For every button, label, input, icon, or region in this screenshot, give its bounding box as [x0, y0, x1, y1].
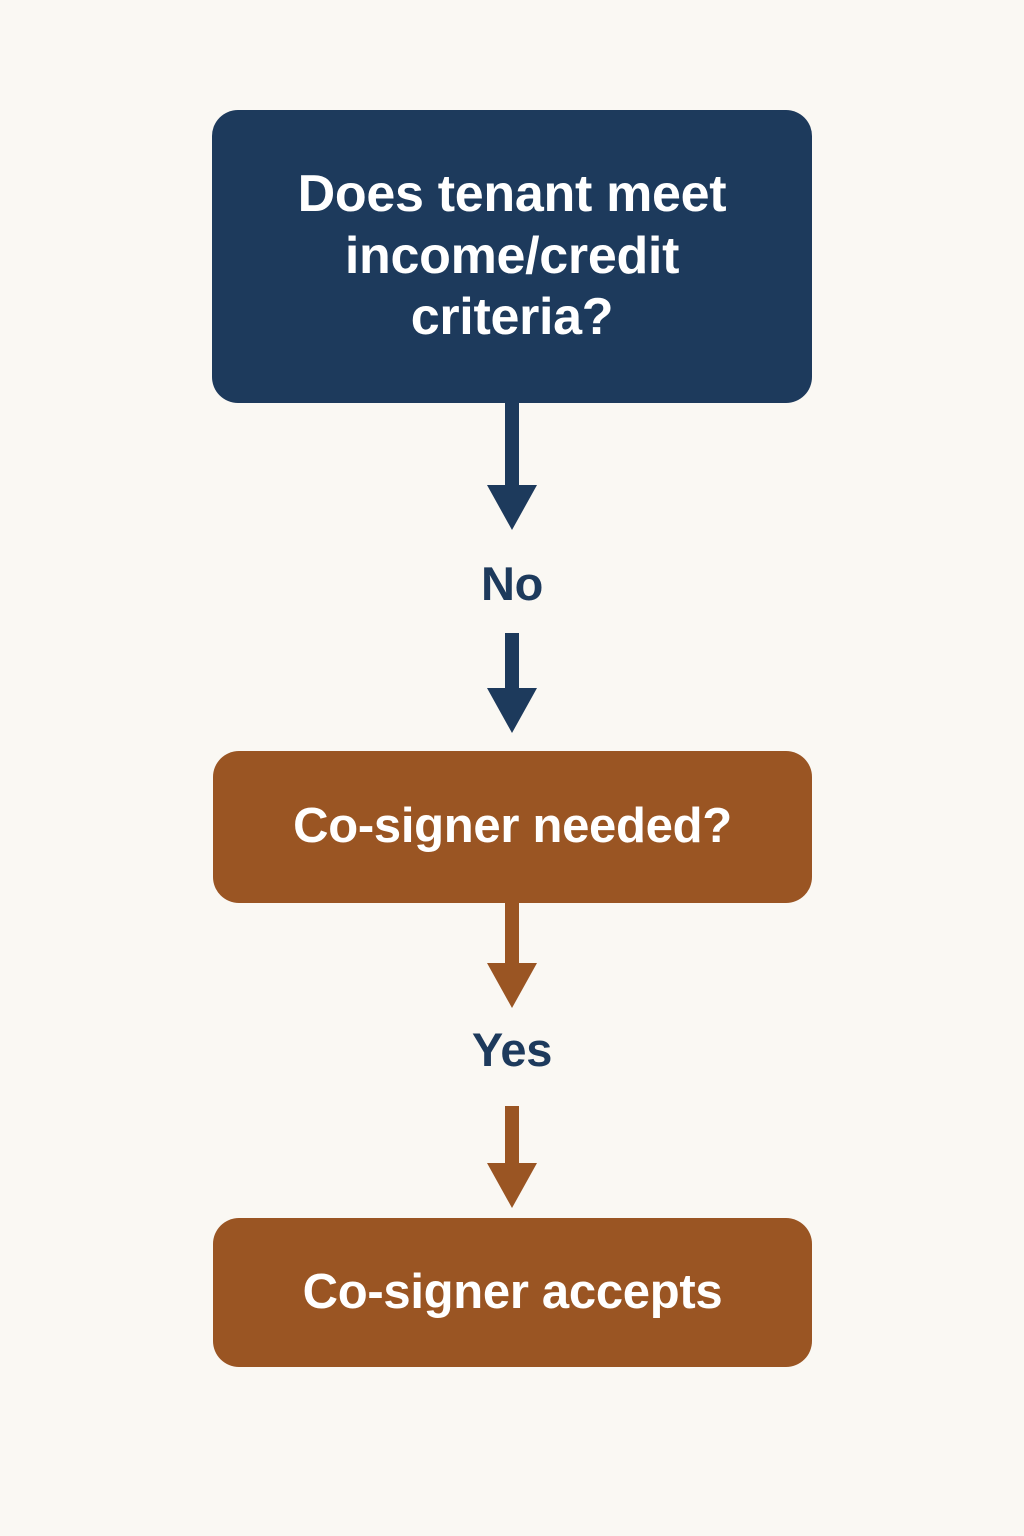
arrow-no-lower: [487, 633, 537, 733]
edge-label-yes: Yes: [471, 1023, 553, 1076]
arrow-yes-upper: [487, 900, 537, 1008]
node-income-credit-check[interactable]: Does tenant meet income/credit criteria?: [212, 110, 812, 403]
node-cosigner-accepts[interactable]: Co-signer accepts: [213, 1218, 812, 1367]
node-cosigner-needed-label: Co-signer needed?: [293, 799, 732, 854]
arrow-no-upper: [487, 400, 537, 530]
edge-label-no: No: [480, 557, 544, 610]
node-income-credit-check-label: Does tenant meet income/credit criteria?: [297, 165, 727, 347]
node-cosigner-accepts-label: Co-signer accepts: [302, 1264, 723, 1319]
arrow-yes-lower: [487, 1106, 537, 1208]
node-cosigner-needed[interactable]: Co-signer needed?: [213, 751, 812, 903]
